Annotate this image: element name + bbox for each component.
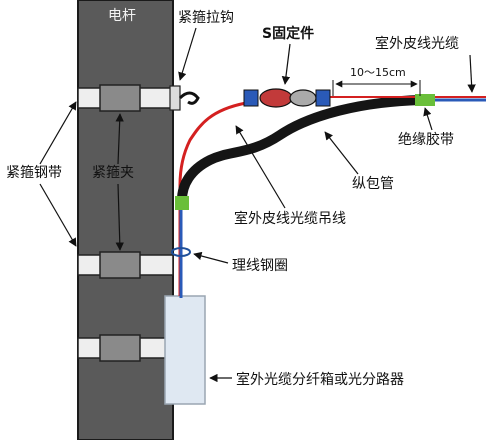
wrap-pipe-label: 纵包管 xyxy=(352,176,394,192)
s-fixture xyxy=(243,88,331,108)
s-fixture-pointer xyxy=(281,43,291,85)
hoop-clamp-2 xyxy=(99,251,141,279)
distance-label: 10～15cm xyxy=(350,66,406,79)
wrap-pipe-black xyxy=(177,95,425,205)
utility-pole xyxy=(77,0,174,440)
hoop-clamp-3 xyxy=(99,334,141,362)
insulation-tape-pointer xyxy=(423,107,433,131)
hoop-band-pointer-1 xyxy=(39,101,77,165)
insulation-tape-label: 绝缘胶带 xyxy=(398,131,454,148)
hoop-clamp-pointer-1 xyxy=(115,113,124,165)
wire-ring xyxy=(171,247,191,257)
distance-dimension xyxy=(332,80,421,96)
hoop-hook xyxy=(169,85,200,111)
drop-wire-red xyxy=(178,101,247,296)
hoop-clamp-pointer-2 xyxy=(115,183,124,251)
insulation-tape-2 xyxy=(175,196,189,210)
outdoor-cable-label: 室外皮线光缆 xyxy=(375,35,459,52)
wire-ring-pointer xyxy=(193,251,229,264)
hoop-band-label: 紧箍钢带 xyxy=(6,164,62,181)
wrap-pipe-pointer xyxy=(324,131,359,175)
insulation-tape-1 xyxy=(415,94,435,106)
hoop-band-1 xyxy=(77,84,174,112)
distribution-box-label: 室外光缆分纤箱或光分路器 xyxy=(236,371,404,388)
hoop-hook-pointer xyxy=(178,27,197,81)
distribution-box xyxy=(164,295,206,405)
hoop-band-pointer-2 xyxy=(39,183,77,247)
hoop-clamp-1 xyxy=(99,84,141,112)
drop-wire-pointer xyxy=(235,125,286,209)
hoop-band-3 xyxy=(77,334,174,362)
hoop-hook-label: 紧箍拉钩 xyxy=(178,9,234,26)
hoop-band-2 xyxy=(77,251,174,279)
pole-label: 电杆 xyxy=(108,8,136,24)
wire-ring-label: 理线钢圈 xyxy=(232,258,288,274)
outdoor-cable-pointer xyxy=(467,54,476,93)
hoop-clamp-label: 紧箍夹 xyxy=(92,164,134,181)
s-fixture-label: S固定件 xyxy=(262,25,314,42)
drop-wire-label: 室外皮线光缆吊线 xyxy=(234,210,346,227)
